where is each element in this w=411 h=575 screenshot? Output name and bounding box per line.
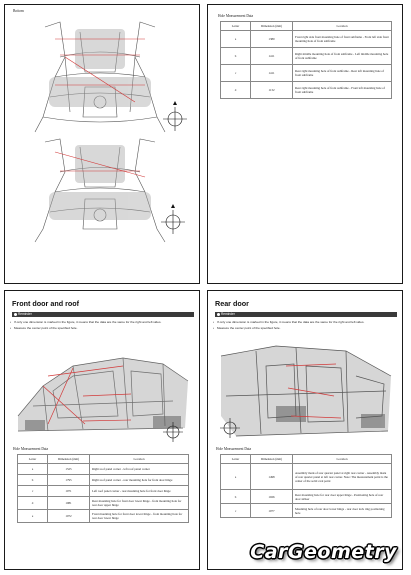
table-header-row: Letter Dimension (mm) Location bbox=[17, 454, 189, 464]
table-row: d 1081 Rear mounting hole for front door… bbox=[17, 496, 189, 510]
col-dimension: Dimension (mm) bbox=[47, 454, 90, 464]
cell-letter: b bbox=[220, 489, 251, 504]
page-front-door-roof: Front door and roof Reminder If only one… bbox=[4, 290, 200, 570]
cell-letter: a bbox=[220, 463, 251, 490]
cell-dimension: 1525 bbox=[47, 463, 90, 475]
table-row: e 1072 Front mounting hole for front doo… bbox=[17, 509, 189, 523]
info-icon bbox=[13, 313, 17, 316]
cell-letter: b bbox=[17, 474, 48, 486]
cell-location: Assembly mark of rear quarter panel at r… bbox=[292, 463, 392, 490]
page-header: Hole Measurement Data bbox=[218, 14, 254, 18]
table-row: b 1026 Rear mounting hole for rear door … bbox=[220, 489, 392, 504]
cell-dimension: 1072 bbox=[47, 509, 90, 523]
reminder-label: Reminder bbox=[18, 312, 32, 316]
cell-dimension: 1411 bbox=[250, 64, 293, 82]
cell-dimension: 1081 bbox=[47, 496, 90, 510]
info-icon bbox=[216, 313, 220, 316]
cell-dimension: 1077 bbox=[250, 503, 293, 518]
note-item: If only one dimension is marked in the f… bbox=[213, 320, 364, 324]
page-title: Rear door bbox=[215, 299, 249, 308]
cell-dimension: 1071 bbox=[47, 485, 90, 497]
table-row: c 1411 Rear right mounting hole of front… bbox=[220, 64, 392, 82]
col-letter: Letter bbox=[220, 454, 251, 464]
table-row: c 1077 Mounting hole of rear door lower … bbox=[220, 503, 392, 518]
cell-dimension: 1026 bbox=[250, 489, 293, 504]
page-rear-door: Rear door Reminder If only one dimension… bbox=[207, 290, 403, 570]
cell-letter: d bbox=[220, 81, 251, 99]
rear-body-drawing bbox=[220, 345, 392, 438]
table-row: b 1411 Right middle mounting hole of fro… bbox=[220, 47, 392, 65]
hole-data-table: Letter Dimension (mm) Location a 1498 As… bbox=[220, 454, 392, 518]
col-letter: Letter bbox=[17, 454, 48, 464]
table-title: Hole Measurement Data bbox=[13, 447, 49, 451]
cell-dimension: 1411 bbox=[250, 47, 293, 65]
note-item: Measure the center point of the specifie… bbox=[213, 326, 280, 330]
col-location: Location bbox=[292, 21, 392, 31]
cell-location: Right middle mounting hole of front subf… bbox=[292, 47, 392, 65]
cell-location: Left roof panel corner - rear mounting h… bbox=[89, 485, 189, 497]
page-bottom: Bottom bbox=[4, 4, 200, 284]
note-item: Measure the center point of the specifie… bbox=[10, 326, 77, 330]
watermark-logo: CarGeometry bbox=[250, 541, 397, 563]
cell-location: Rear right mounting hole of front subfra… bbox=[292, 64, 392, 82]
table-header-row: Letter Dimension (mm) Location bbox=[220, 454, 392, 464]
reminder-bar: Reminder bbox=[215, 312, 397, 317]
cell-location: Front right side front mounting hole of … bbox=[292, 30, 392, 48]
table-header-row: Letter Dimension (mm) Location bbox=[220, 21, 392, 31]
cell-letter: c bbox=[220, 64, 251, 82]
note-item: If only one dimension is marked in the f… bbox=[10, 320, 161, 324]
cell-location: Right roof panel corner - rear mounting … bbox=[89, 474, 189, 486]
cell-location: Front mounting hole for front door lower… bbox=[89, 509, 189, 523]
cell-dimension: 1132 bbox=[250, 81, 293, 99]
table-title: Hole Measurement Data bbox=[216, 447, 252, 451]
cell-letter: c bbox=[220, 503, 251, 518]
table-row: c 1071 Left roof panel corner - rear mou… bbox=[17, 485, 189, 497]
cell-location: Rear mounting hole for front door lower … bbox=[89, 496, 189, 510]
cell-location: Rear mounting hole for rear door upper h… bbox=[292, 489, 392, 504]
table-row: a 1380 Front right side front mounting h… bbox=[220, 30, 392, 48]
col-location: Location bbox=[89, 454, 189, 464]
cell-letter: d bbox=[17, 496, 48, 510]
cell-dimension: 1380 bbox=[250, 30, 293, 48]
col-location: Location bbox=[292, 454, 392, 464]
cell-letter: b bbox=[220, 47, 251, 65]
cell-letter: e bbox=[17, 509, 48, 523]
col-letter: Letter bbox=[220, 21, 251, 31]
page-header: Bottom bbox=[13, 9, 24, 13]
table-row: a 1525 Right roof panel corner - left ro… bbox=[17, 463, 189, 475]
cell-letter: a bbox=[220, 30, 251, 48]
hole-data-table: Letter Dimension (mm) Location a 1525 Ri… bbox=[17, 454, 189, 523]
cell-letter: a bbox=[17, 463, 48, 475]
col-dimension: Dimension (mm) bbox=[250, 21, 293, 31]
cell-letter: c bbox=[17, 485, 48, 497]
cell-location: Right roof panel corner - left roof pane… bbox=[89, 463, 189, 475]
cell-dimension: 1498 bbox=[250, 463, 293, 490]
reminder-bar: Reminder bbox=[12, 312, 194, 317]
cell-location: Mounting hole of rear door lower hinge -… bbox=[292, 503, 392, 518]
reminder-label: Reminder bbox=[221, 312, 235, 316]
hole-data-table: Letter Dimension (mm) Location a 1380 Fr… bbox=[220, 21, 392, 99]
page-title: Front door and roof bbox=[12, 299, 80, 308]
page-hole-data: Hole Measurement Data Letter Dimension (… bbox=[207, 4, 403, 284]
body-side-drawing bbox=[17, 357, 189, 442]
cell-location: Rear right mounting hole of front subfra… bbox=[292, 81, 392, 99]
table-row: b 1795 Right roof panel corner - rear mo… bbox=[17, 474, 189, 486]
table-row: a 1498 Assembly mark of rear quarter pan… bbox=[220, 463, 392, 490]
col-dimension: Dimension (mm) bbox=[250, 454, 293, 464]
underbody-drawing-bottom bbox=[34, 138, 185, 243]
table-row: d 1132 Rear right mounting hole of front… bbox=[220, 81, 392, 99]
cell-dimension: 1795 bbox=[47, 474, 90, 486]
underbody-drawing-top bbox=[34, 21, 187, 133]
